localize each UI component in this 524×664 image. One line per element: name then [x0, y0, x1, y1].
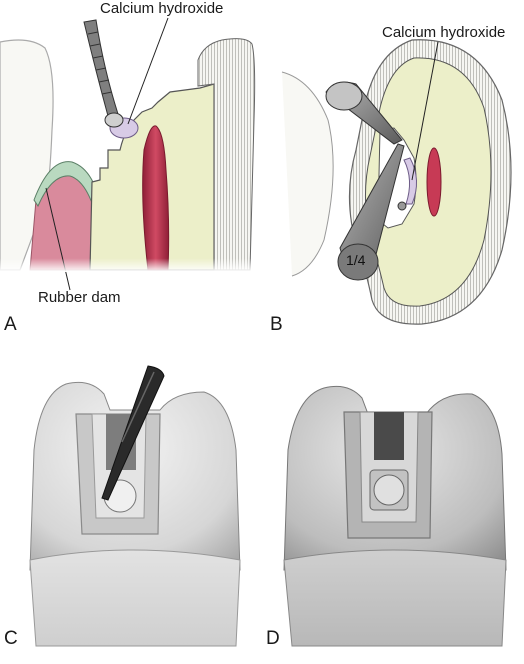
- adjacent-tooth-occlusal: [281, 71, 334, 277]
- panel-a: Calcium hydroxide Rubber dam A: [0, 0, 262, 335]
- panel-letter-b: B: [270, 314, 283, 335]
- model-tooth-root-d: [283, 549, 507, 647]
- panel-a-illustration: [0, 17, 262, 291]
- callout-calcium-hydroxide-a: Calcium hydroxide: [100, 0, 224, 17]
- placement-instrument: [101, 365, 165, 501]
- panel-letter-a: A: [4, 314, 17, 335]
- instrument-tip-ball: [397, 201, 407, 211]
- panel-letter-c: C: [4, 628, 18, 649]
- callout-calcium-hydroxide-b: Calcium hydroxide: [382, 24, 506, 41]
- model-tooth-root: [29, 549, 241, 647]
- panel-b-illustration: [281, 39, 512, 325]
- panel-b: Calcium hydroxide 1/4 B: [262, 0, 524, 340]
- panel-c-photo: [29, 365, 241, 647]
- pulp-chamber-occlusal: [426, 147, 442, 217]
- panel-d-photo: [283, 385, 507, 647]
- panel-d: D: [262, 350, 524, 664]
- instrument-shaft: [83, 19, 119, 117]
- panel-c: C: [0, 350, 262, 664]
- instrument-grooves: [87, 31, 113, 95]
- instrument-size-label: 1/4: [346, 252, 366, 268]
- callout-rubber-dam: Rubber dam: [38, 289, 121, 306]
- panel-letter-d: D: [266, 628, 280, 649]
- calcium-hydroxide-disk-d: [373, 474, 405, 506]
- instrument-tip: [104, 112, 124, 128]
- instrument-end-cap: [337, 243, 379, 281]
